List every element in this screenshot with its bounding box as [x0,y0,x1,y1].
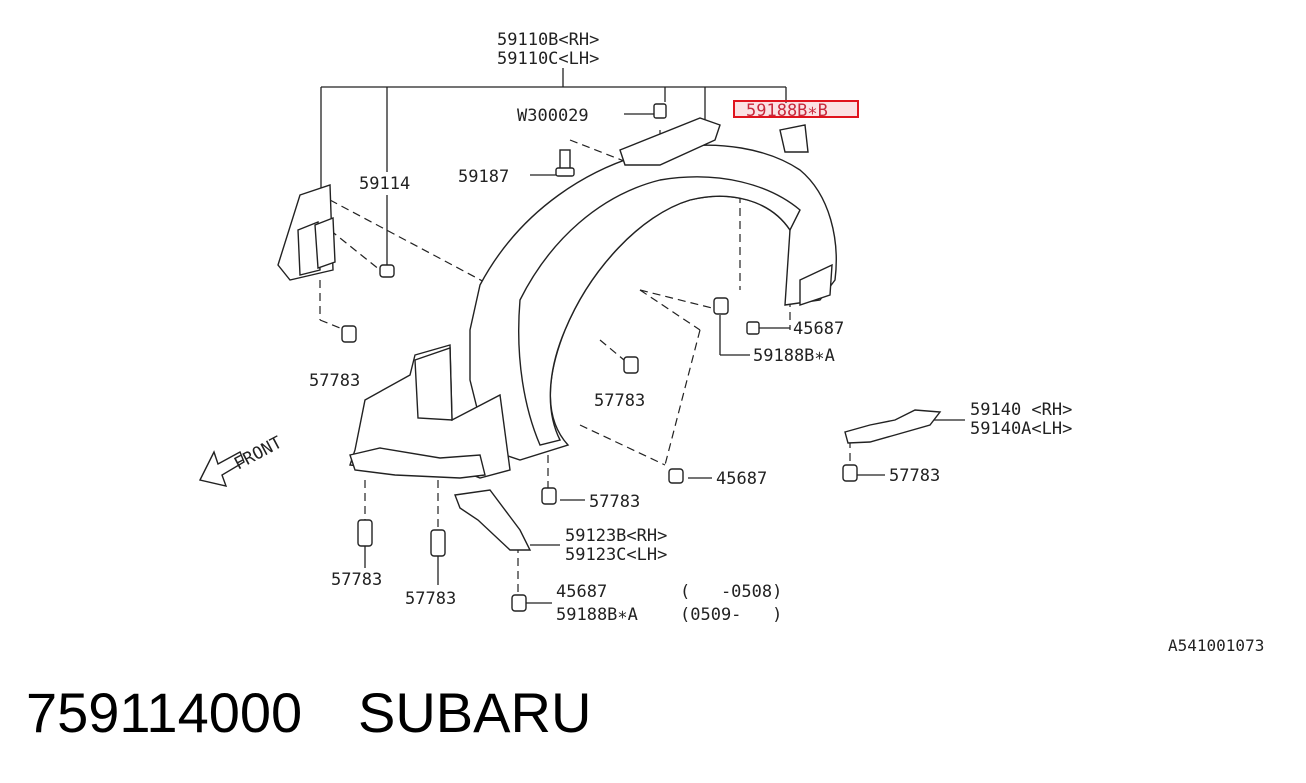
diagram-code: A541001073 [1168,636,1264,655]
brand-name: SUBARU [358,681,592,744]
label-57783-center: 57783 [594,391,645,411]
label-45687-right: 45687 [793,319,844,339]
clip-59188b-a-icon [713,297,729,315]
nut-45687-lower-icon [668,468,684,484]
nut-45687-bottom-icon [511,594,527,612]
label-57783-bottom-mid: 57783 [405,589,456,609]
label-45687-bottom: 45687 [556,582,607,602]
clip-w300029-icon [653,103,667,119]
label-59140: 59140 <RH> [970,400,1072,420]
label-59123c: 59123C<LH> [565,545,667,565]
label-59188b-a: 59188B∗A [753,346,835,366]
label-57783-bottom-left: 57783 [331,570,382,590]
clip-57783-plate-icon [842,464,858,482]
label-59110c: 59110C<LH> [497,49,599,69]
label-59110b: 59110B<RH> [497,30,599,50]
bracket-59123 [454,489,532,551]
label-45687-lower: 45687 [716,469,767,489]
clip-59114-icon [379,264,395,278]
clip-57783-bottom-left-icon [357,519,373,547]
label-59123b: 59123B<RH> [565,526,667,546]
highlight-box[interactable] [733,100,859,118]
nut-45687-right-icon [746,321,760,335]
fender-liner [469,117,837,461]
fasteners [341,103,858,612]
clip-57783-bottom-mid-icon [430,529,446,557]
lower-splash-panel [349,344,511,479]
leader-lines [320,68,965,604]
label-59187: 59187 [458,167,509,187]
label-59188b-a-bottom: 59188B∗A [556,605,638,625]
label-57783-plate: 57783 [889,466,940,486]
mud-guard-left [277,184,336,281]
part-number: 759114000 [26,681,303,744]
label-date-range-2: (0509- ) [680,605,782,625]
label-57783-left: 57783 [309,371,360,391]
front-label: FRONT [231,433,286,475]
label-59114: 59114 [359,174,410,194]
side-plate-59140 [844,409,942,444]
label-59188b-b[interactable]: 59188B∗B [746,101,828,121]
clip-57783-lower-icon [541,487,557,505]
clip-57783-center-icon [623,356,639,374]
label-59140a: 59140A<LH> [970,419,1072,439]
front-arrow-icon [198,450,245,487]
label-date-range-1: ( -0508) [680,582,782,602]
label-57783-lower: 57783 [589,492,640,512]
bolt-59187-icon [555,149,575,177]
clip-57783-left-icon [341,325,357,343]
label-w300029: W300029 [517,106,589,126]
